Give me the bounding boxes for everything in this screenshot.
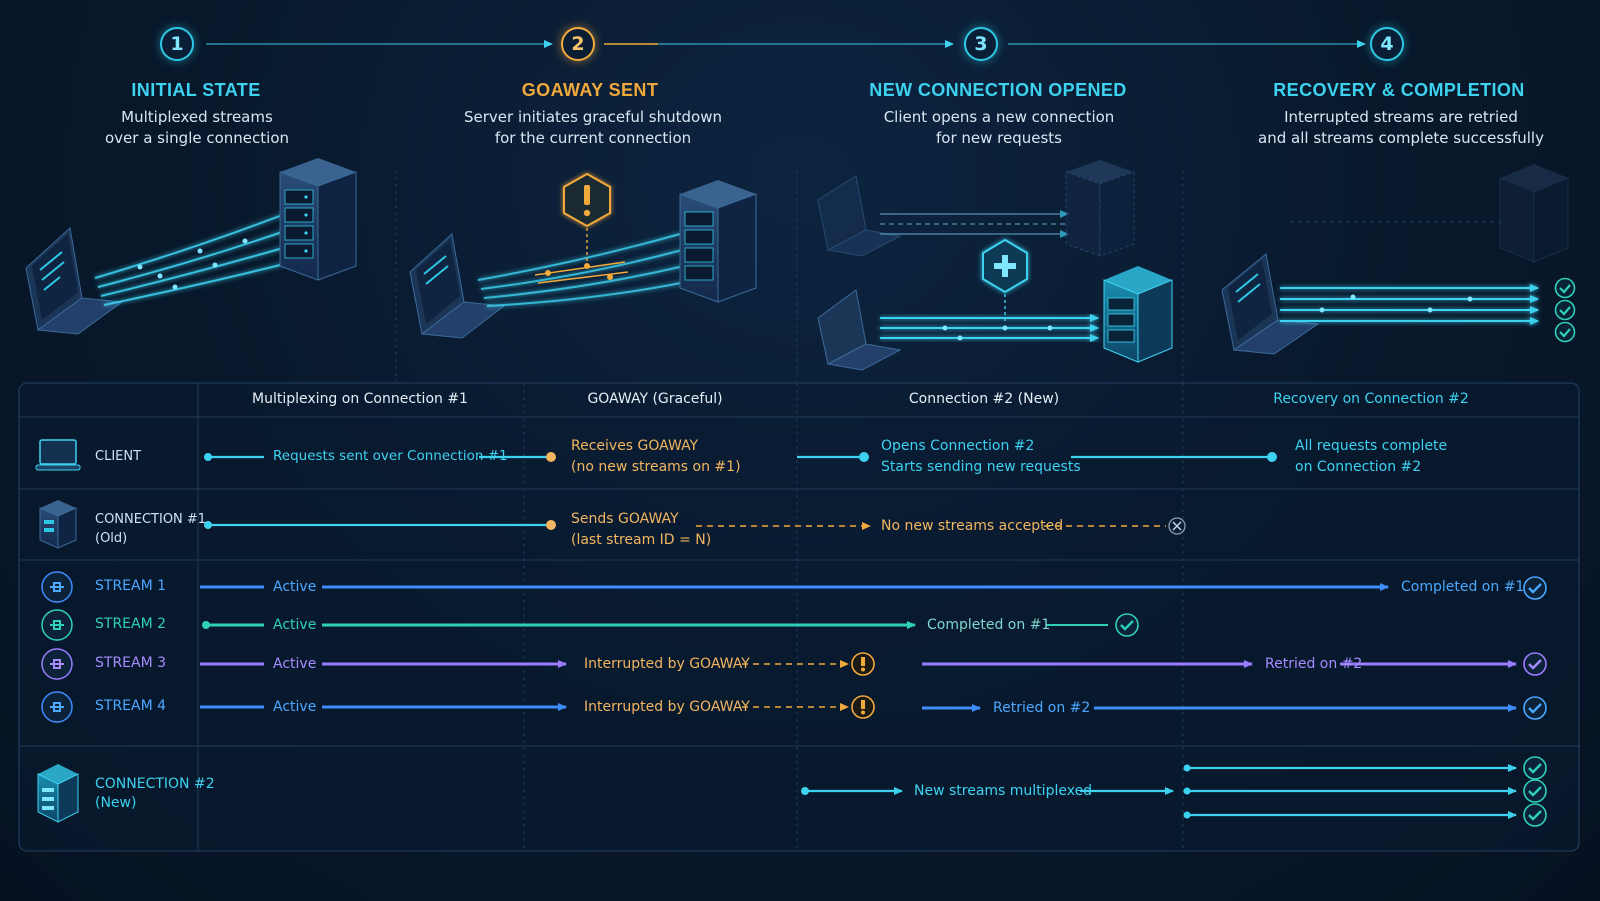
row-label-stream2: STREAM 2 xyxy=(95,616,167,632)
stream4-interrupted: Interrupted by GOAWAY xyxy=(584,699,750,715)
close-circle-icon xyxy=(1168,517,1186,535)
stream4-icon xyxy=(41,691,73,723)
warning-circle-icon xyxy=(851,695,875,719)
client-laptop-icon xyxy=(35,439,81,471)
server-icon xyxy=(1065,160,1135,257)
check-icon xyxy=(1523,576,1547,600)
phase-dividers xyxy=(395,170,1184,382)
stream1-active: Active xyxy=(273,579,317,595)
client-requests-sent: Requests sent over Connection #1 xyxy=(273,448,508,464)
stream1-icon xyxy=(41,571,73,603)
illustration-new-connection xyxy=(817,160,1173,371)
laptop-icon xyxy=(409,233,506,339)
stream4-active: Active xyxy=(273,699,317,715)
stream2-completed: Completed on #1 xyxy=(927,617,1051,633)
row-label-stream3: STREAM 3 xyxy=(95,655,167,671)
laptop-icon xyxy=(817,289,902,371)
stream4-retried: Retried on #2 xyxy=(993,700,1091,716)
server-icon xyxy=(1499,164,1569,263)
step1-title: INITIAL STATE xyxy=(131,80,261,100)
server-icon xyxy=(1103,266,1173,363)
stream2-lines xyxy=(202,613,1139,637)
stream3-active: Active xyxy=(273,656,317,672)
row-label-stream1: STREAM 1 xyxy=(95,578,167,594)
stream3-lines xyxy=(200,652,1547,676)
stream1-lines xyxy=(200,576,1547,600)
connection2-lines xyxy=(801,756,1547,827)
column-header-multiplexing: Multiplexing on Connection #1 xyxy=(252,391,468,407)
connection1-sends-goaway: Sends GOAWAY(last stream ID = N) xyxy=(571,511,712,548)
laptop-icon xyxy=(1221,253,1320,355)
step4-title: RECOVERY & COMPLETION xyxy=(1273,80,1525,100)
column-header-recovery: Recovery on Connection #2 xyxy=(1273,391,1469,407)
laptop-icon xyxy=(25,227,124,335)
illustration-initial-state xyxy=(25,158,357,335)
step2-title: GOAWAY SENT xyxy=(521,80,659,100)
step3-title: NEW CONNECTION OPENED xyxy=(869,80,1127,100)
stream3-icon xyxy=(41,648,73,680)
connection1-no-new-streams: No new streams accepted xyxy=(881,518,1064,534)
laptop-icon xyxy=(817,175,902,257)
stream2-icon xyxy=(41,609,73,641)
stream-icons xyxy=(41,571,73,723)
server-icon xyxy=(679,180,757,303)
client-row-lines xyxy=(204,452,1277,462)
row-label-stream4: STREAM 4 xyxy=(95,698,167,714)
step4-number: 4 xyxy=(1370,27,1404,61)
step3-number: 3 xyxy=(964,27,998,61)
stream1-completed: Completed on #1 xyxy=(1401,579,1525,595)
step1-number: 1 xyxy=(160,27,194,61)
column-header-goaway: GOAWAY (Graceful) xyxy=(587,391,723,407)
step2-number: 2 xyxy=(561,27,595,61)
check-icons xyxy=(1554,277,1576,343)
stream3-retried: Retried on #2 xyxy=(1265,656,1363,672)
server-icon xyxy=(279,158,357,281)
connection1-row-lines xyxy=(204,517,1186,535)
check-icon xyxy=(1523,696,1547,720)
warning-circle-icon xyxy=(851,652,875,676)
row-label-connection1: CONNECTION #1(Old) xyxy=(95,512,207,546)
illustration-recovery xyxy=(1221,164,1576,355)
stream2-active: Active xyxy=(273,617,317,633)
stream4-lines xyxy=(200,695,1547,720)
row-label-client: CLIENT xyxy=(95,449,142,464)
column-header-connection2: Connection #2 (New) xyxy=(908,391,1060,407)
illustration-goaway xyxy=(409,172,757,339)
connection2-server-icon xyxy=(37,764,79,823)
row-label-connection2: CONNECTION #2(New) xyxy=(95,776,215,811)
connection2-new-streams: New streams multiplexed xyxy=(914,783,1093,799)
client-receives-goaway: Receives GOAWAY(no new streams on #1) xyxy=(571,438,741,475)
connection1-server-icon xyxy=(39,500,77,549)
table-frame xyxy=(18,382,1580,852)
plus-icon xyxy=(982,238,1028,322)
check-icon xyxy=(1115,613,1139,637)
warning-icon xyxy=(563,172,611,265)
stream3-interrupted: Interrupted by GOAWAY xyxy=(584,656,750,672)
check-icon xyxy=(1523,652,1547,676)
check-icons xyxy=(1523,756,1547,827)
